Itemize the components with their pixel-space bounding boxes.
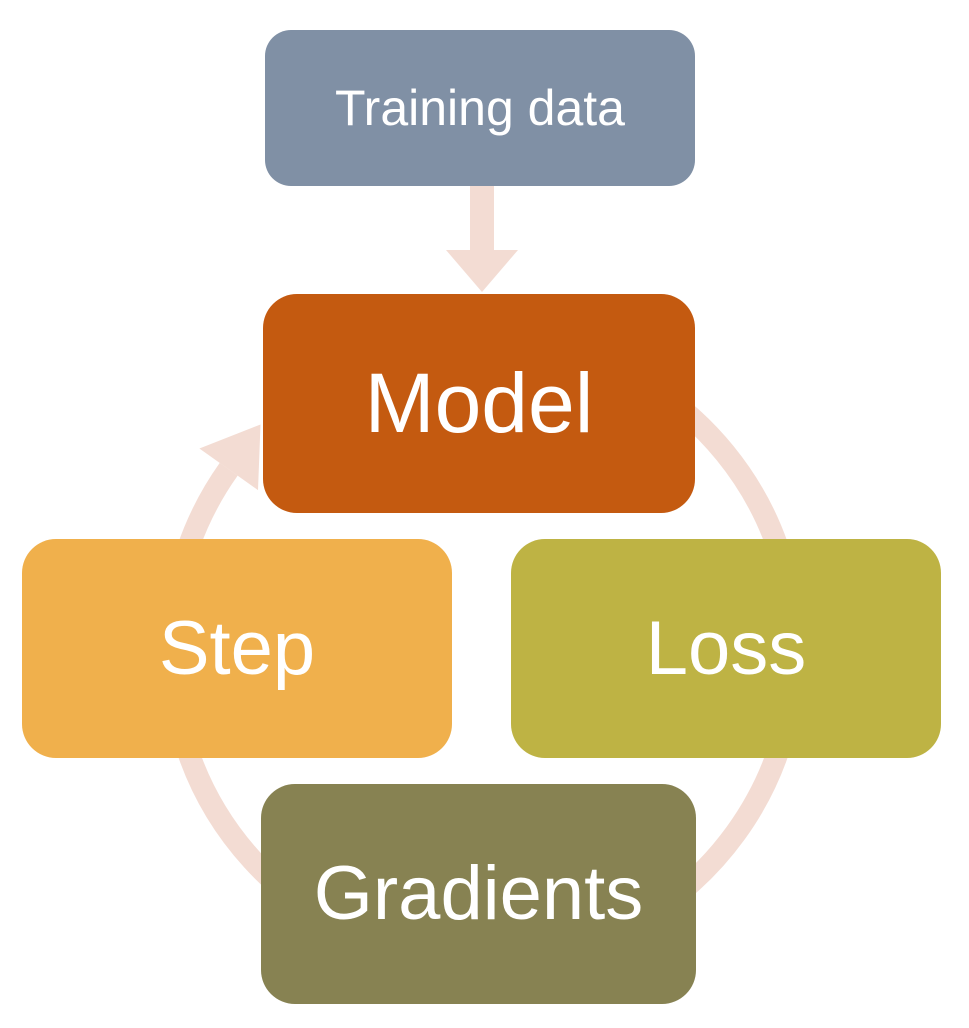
node-gradients: Gradients bbox=[261, 784, 696, 1004]
cycle-arrowhead-icon bbox=[199, 424, 261, 491]
down-arrow-shaft bbox=[470, 183, 494, 252]
node-loss-label: Loss bbox=[645, 605, 807, 691]
node-training-data-label: Training data bbox=[335, 79, 625, 136]
node-model-label: Model bbox=[364, 356, 594, 451]
down-arrowhead-icon bbox=[446, 250, 518, 292]
node-training-data: Training data bbox=[265, 30, 695, 186]
node-model: Model bbox=[263, 294, 695, 513]
node-step: Step bbox=[22, 539, 452, 758]
node-gradients-label: Gradients bbox=[313, 851, 644, 937]
node-step-label: Step bbox=[158, 605, 316, 691]
node-loss: Loss bbox=[511, 539, 941, 758]
